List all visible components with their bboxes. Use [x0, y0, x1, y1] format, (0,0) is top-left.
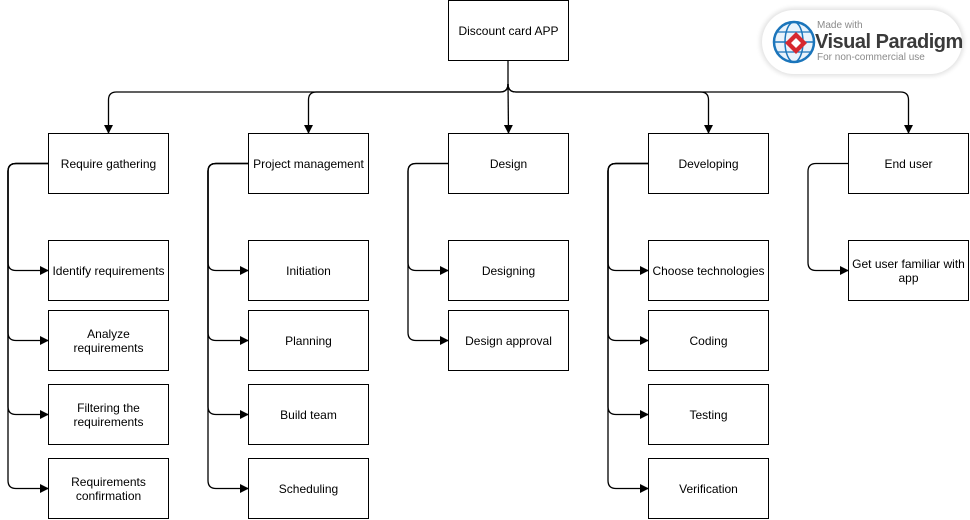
- branch-node-developing[interactable]: Developing: [648, 133, 769, 194]
- branch-node-require-gathering[interactable]: Require gathering: [48, 133, 169, 194]
- branch-to-task-connector: [607, 162, 649, 346]
- task-node-scheduling[interactable]: Scheduling: [248, 458, 369, 519]
- watermark-sub: For non-commercial use: [817, 52, 925, 63]
- branch-to-task-connector: [607, 162, 649, 276]
- root-to-branch-connector: [303, 83, 509, 134]
- root-to-branch-connector: [507, 83, 914, 134]
- branch-to-task-connector: [7, 162, 49, 494]
- task-node-analyze-requirements[interactable]: Analyze requirements: [48, 310, 169, 371]
- branch-to-task-connector: [807, 162, 849, 276]
- task-node-design-approval[interactable]: Design approval: [448, 310, 569, 371]
- watermark-brand: Visual Paradigm: [815, 31, 963, 53]
- branch-to-task-connector: [207, 162, 249, 494]
- task-node-coding[interactable]: Coding: [648, 310, 769, 371]
- branch-to-task-connector: [7, 162, 49, 346]
- task-node-requirements-confirmation[interactable]: Requirements confirmation: [48, 458, 169, 519]
- branch-to-task-connector: [607, 162, 649, 420]
- task-node-designing[interactable]: Designing: [448, 240, 569, 301]
- branch-to-task-connector: [407, 162, 449, 346]
- task-node-build-team[interactable]: Build team: [248, 384, 369, 445]
- visual-paradigm-logo-icon: [772, 20, 816, 64]
- branch-to-task-connector: [207, 162, 249, 420]
- branch-to-task-connector: [607, 162, 649, 494]
- branch-to-task-connector: [407, 162, 449, 276]
- watermark-made-with: Made with: [817, 20, 863, 31]
- task-node-planning[interactable]: Planning: [248, 310, 369, 371]
- root-to-branch-connector: [503, 83, 513, 134]
- visual-paradigm-watermark: Made with Visual Paradigm For non-commer…: [762, 10, 963, 74]
- task-node-choose-technologies[interactable]: Choose technologies: [648, 240, 769, 301]
- branch-node-end-user[interactable]: End user: [848, 133, 969, 194]
- task-node-identify-requirements[interactable]: Identify requirements: [48, 240, 169, 301]
- task-node-testing[interactable]: Testing: [648, 384, 769, 445]
- task-node-filtering-requirements[interactable]: Filtering the requirements: [48, 384, 169, 445]
- root-node[interactable]: Discount card APP: [448, 0, 569, 61]
- branch-to-task-connector: [207, 162, 249, 276]
- branch-to-task-connector: [207, 162, 249, 346]
- branch-to-task-connector: [7, 162, 49, 276]
- task-node-initiation[interactable]: Initiation: [248, 240, 369, 301]
- branch-node-project-management[interactable]: Project management: [248, 133, 369, 194]
- task-node-verification[interactable]: Verification: [648, 458, 769, 519]
- task-node-get-user-familiar[interactable]: Get user familiar with app: [848, 240, 969, 301]
- branch-node-design[interactable]: Design: [448, 133, 569, 194]
- branch-to-task-connector: [7, 162, 49, 420]
